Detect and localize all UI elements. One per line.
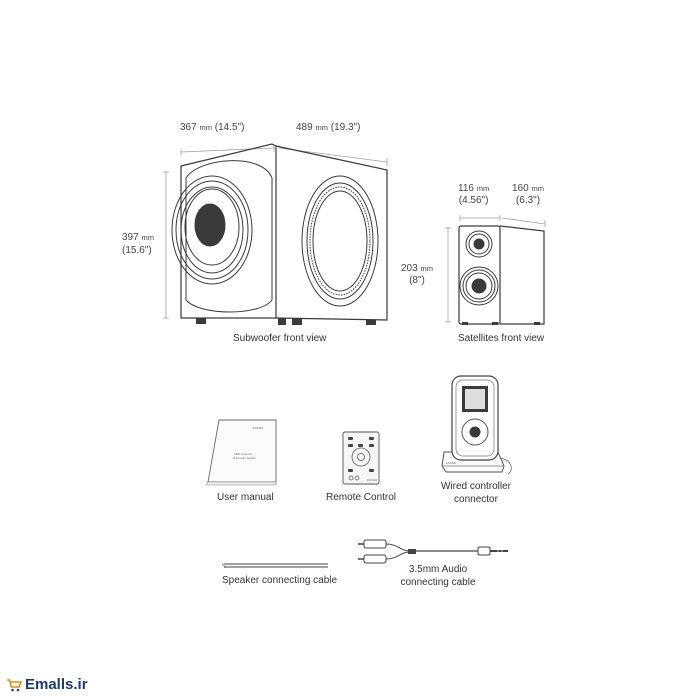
remote-brand-text: EDIFIER (367, 478, 377, 482)
wired-controller-illustration (441, 375, 512, 475)
satellite-depth-value: 160 (512, 183, 529, 194)
emalls-watermark: Emalls.ir (6, 676, 88, 693)
satellite-width-inch: (4.56") (458, 195, 489, 206)
satellite-depth-inch: (6.3") (515, 195, 541, 206)
subwoofer-height-inch: (15.6") (122, 245, 152, 256)
satellite-depth-unit: mm (531, 184, 544, 193)
audio-cable-illustration (358, 539, 508, 564)
subwoofer-front-driver (171, 175, 253, 285)
subwoofer-depth-label: 489 mm (19.3") (296, 122, 360, 133)
controller-brand-text: EDIFIER (446, 461, 456, 465)
satellite-width-value: 116 (458, 183, 474, 194)
subwoofer-caption: Subwoofer front view (233, 333, 327, 344)
subwoofer-width-value: 367 (180, 122, 197, 133)
speaker-cable-illustration (221, 563, 328, 569)
subwoofer-cabinet (180, 143, 388, 325)
audio-cable-caption-line1: 3.5mm Audio (408, 564, 468, 575)
satellite-height-value: 203 (401, 263, 418, 274)
audio-cable-caption-line2: connecting cable (400, 577, 476, 588)
subwoofer-depth-inch: (19.3") (330, 122, 361, 133)
satellite-width-label: 116 mm (4.56") (458, 183, 489, 207)
subwoofer-width-unit: mm (199, 123, 212, 132)
manual-line2-text: Multimedia Speaker (233, 456, 256, 460)
subwoofer-width-inch: (14.5") (214, 122, 245, 133)
user-manual-caption: User manual (217, 492, 274, 503)
subwoofer-depth-value: 489 (296, 122, 313, 133)
wired-controller-caption-line1: Wired controller (440, 481, 512, 492)
subwoofer-height-unit: mm (141, 233, 154, 242)
remote-control-caption: Remote Control (326, 492, 397, 503)
manual-brand-text: EDIFIER (253, 426, 263, 430)
subwoofer-depth-unit: mm (315, 123, 328, 132)
satellite-speaker (458, 225, 545, 325)
audio-cable-caption: 3.5mm Audio connecting cable (390, 563, 486, 589)
satellite-depth-label: 160 mm (6.3") (512, 183, 544, 207)
watermark-text: Emalls.ir (25, 676, 88, 693)
satellite-height-inch: (8") (409, 275, 425, 286)
wired-controller-caption-line2: connector (454, 494, 498, 505)
speaker-cable-caption: Speaker connecting cable (222, 575, 338, 586)
wired-controller-caption: Wired controller connector (436, 480, 516, 506)
manual-line1-text: S880 1nstructio (234, 452, 253, 456)
subwoofer-width-label: 367 mm (14.5") (180, 122, 244, 133)
satellite-height-label: 203 mm (8") (401, 263, 433, 287)
satellite-dimension-lines (445, 215, 546, 323)
remote-control-illustration (342, 431, 380, 485)
subwoofer-side-radiator (301, 175, 379, 307)
user-manual-illustration (205, 419, 277, 486)
satellite-caption: Satellites front view (458, 333, 545, 344)
subwoofer-height-value: 397 (122, 232, 139, 243)
satellite-width-unit: mm (476, 184, 490, 193)
shopping-cart-icon (7, 678, 22, 691)
subwoofer-height-label: 397 mm (15.6") (122, 231, 154, 257)
satellite-height-unit: mm (420, 264, 433, 273)
